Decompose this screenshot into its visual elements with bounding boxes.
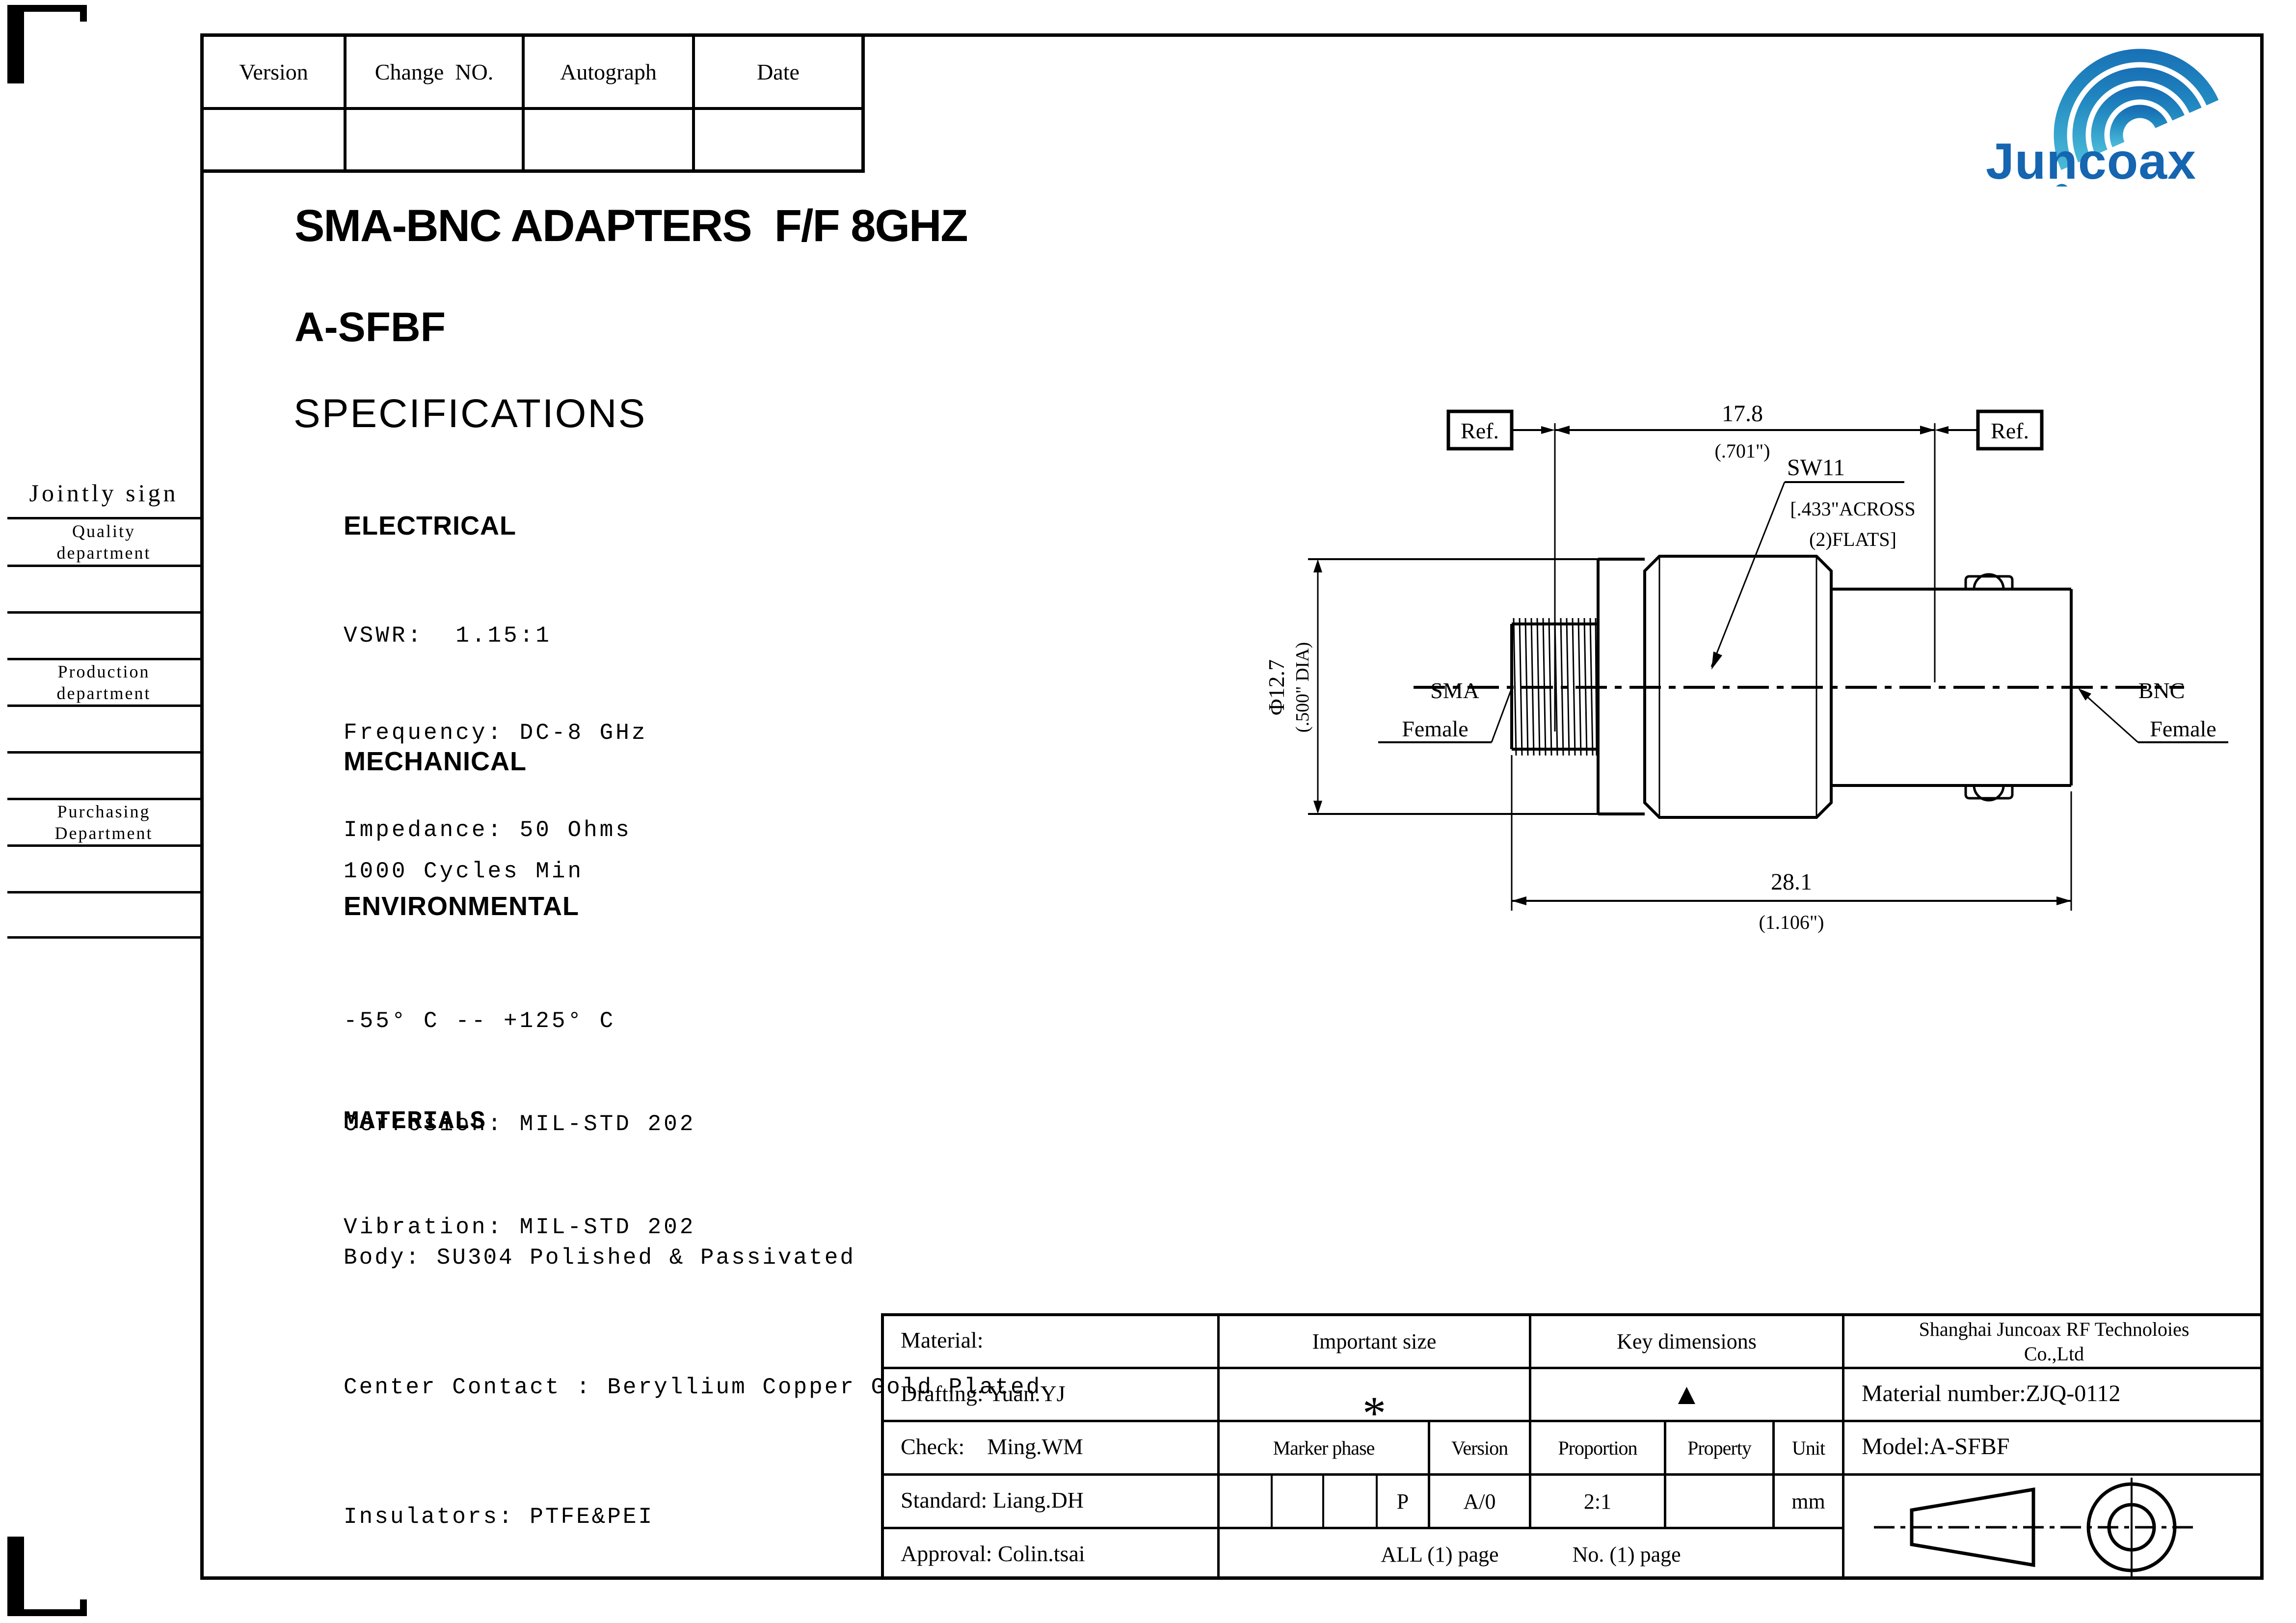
bayonet-lug-top <box>1964 575 2014 589</box>
hex-nut-section <box>1643 555 1833 819</box>
spec-environmental: ENVIRONMENTAL -55° C -- +125° C Corrosio… <box>344 891 695 1313</box>
important-size-mark: * <box>1362 1386 1386 1439</box>
pages-all: ALL (1) page <box>1381 1542 1499 1567</box>
version-value: A/0 <box>1463 1489 1496 1514</box>
jointly-sign-title: Jointly sign <box>29 479 179 507</box>
ref-left-label: Ref. <box>1461 418 1499 443</box>
revision-col-autograph: Autograph <box>560 59 657 84</box>
wrench-note2: (2)FLATS] <box>1809 528 1896 550</box>
dimension-length-top <box>1446 409 2044 731</box>
spec-mechanical: MECHANICAL 1000 Cycles Min <box>344 746 584 952</box>
model-field: Model:A-SFBF <box>1862 1433 2010 1460</box>
key-dimensions-header: Key dimensions <box>1617 1329 1757 1353</box>
body-collar <box>1597 558 1645 815</box>
dim-28-1-inch: (1.106") <box>1759 911 1824 933</box>
bnc-section <box>1831 573 2073 802</box>
juncoax-logo: Juncoax <box>1986 49 2219 187</box>
company-line2: Co.,Ltd <box>2024 1342 2084 1365</box>
spec-materials: MATERIALS Body: SU304 Polished & Passiva… <box>344 1107 1041 1623</box>
spec-electrical-heading: ELECTRICAL <box>344 511 516 541</box>
spec-line: Center Contact : Beryllium Copper Gold P… <box>344 1375 1042 1400</box>
dept-row-empty-4 <box>7 754 200 798</box>
spec-line: Vibration: MIL-STD 202 <box>344 1215 696 1240</box>
dept-row-quality: Quality department <box>56 521 151 563</box>
sma-female-callout <box>1378 688 1513 743</box>
dept-row-production: Production department <box>56 662 151 703</box>
bnc-label-line2: Female <box>2150 716 2216 741</box>
revision-col-date: Date <box>757 59 800 84</box>
revision-col-change-no: Change NO. <box>374 59 494 84</box>
important-size-header: Important size <box>1312 1329 1437 1353</box>
page-title: SMA-BNC ADAPTERS F/F 8GHZ <box>294 201 968 251</box>
ref-right-label: Ref. <box>1991 418 2029 443</box>
dept-row-purchasing: Purchasing Department <box>54 802 153 843</box>
revision-col-version: Version <box>239 59 308 84</box>
spec-line: Body: SU304 Polished & Passivated <box>344 1245 855 1271</box>
standard-field: Standard: Liang.DH <box>901 1487 1084 1513</box>
bnc-label-line1: BNC <box>2138 678 2185 703</box>
drafting-field: Drafting: Yuan.YJ <box>901 1380 1066 1406</box>
proportion-value: 2:1 <box>1583 1489 1612 1514</box>
spec-line: VSWR: 1.15:1 <box>344 623 552 649</box>
approval-field: Approval: Colin.tsai <box>901 1541 1085 1566</box>
logo-wave-icon <box>2054 49 2219 187</box>
model-title: A-SFBF <box>294 304 446 350</box>
spec-line: -55° C -- +125° C <box>344 1008 616 1034</box>
wrench-note1: [.433"ACROSS <box>1790 498 1915 520</box>
bnc-female-callout <box>2078 688 2228 743</box>
property-value <box>1666 1476 1772 1527</box>
logo-brand-text: Juncoax <box>1986 133 2196 187</box>
unit-value: mm <box>1791 1489 1825 1514</box>
spec-materials-heading: MATERIALS <box>344 1107 486 1136</box>
proportion-header: Proportion <box>1558 1436 1637 1459</box>
spec-line: Impedance: 50 Ohms <box>344 817 632 843</box>
key-dimensions-mark: ▲ <box>1672 1378 1702 1410</box>
spec-line: 1000 Cycles Min <box>344 859 584 884</box>
dept-row-empty-6 <box>7 893 200 936</box>
material-number-field: Material number:ZJQ-0112 <box>1862 1380 2121 1407</box>
spec-line: Frequency: DC-8 GHz <box>344 720 648 746</box>
dimension-overall <box>1511 755 2072 911</box>
wrench-size-label: SW11 <box>1787 455 1845 481</box>
version-header: Version <box>1451 1436 1508 1459</box>
adapter-technical-drawing: Φ12.7 (.500" DIA) <box>1264 401 2228 933</box>
specifications-heading: SPECIFICATIONS <box>294 391 647 436</box>
material-label: Material: <box>901 1327 984 1352</box>
check-field: Check: Ming.WM <box>901 1434 1083 1459</box>
dimension-diameter <box>1308 558 1598 815</box>
dept-row-empty-2 <box>7 614 200 658</box>
spec-line: Corrosion: MIL-STD 202 <box>344 1111 696 1137</box>
bayonet-lug-bottom <box>1964 785 2014 800</box>
marker-phase-header: Marker phase <box>1273 1436 1375 1459</box>
pages-no: No. (1) page <box>1572 1542 1681 1567</box>
dim-17-8-inch: (.701") <box>1715 440 1770 462</box>
dept-row-empty-1 <box>7 567 200 611</box>
spec-mechanical-heading: MECHANICAL <box>344 747 527 776</box>
dept-row-empty-5 <box>7 847 200 891</box>
unit-header: Unit <box>1791 1436 1825 1459</box>
drawing-frame <box>200 33 2264 1580</box>
wrench-callout <box>1710 481 1904 670</box>
company-line1: Shanghai Juncoax RF Technoloies <box>1919 1318 2189 1340</box>
spec-line: Insulators: PTFE&PEI <box>344 1504 654 1530</box>
spec-electrical: ELECTRICAL VSWR: 1.15:1 Frequency: DC-8 … <box>344 511 648 911</box>
dia-mm-label: Φ12.7 <box>1264 659 1289 715</box>
dim-28-1-mm: 28.1 <box>1771 869 1812 895</box>
dept-row-empty-3 <box>7 707 200 751</box>
sma-label-line1: SMA <box>1430 678 1479 703</box>
property-header: Property <box>1687 1436 1752 1459</box>
dia-inch-label: (.500" DIA) <box>1292 642 1313 732</box>
spec-environmental-heading: ENVIRONMENTAL <box>344 892 579 921</box>
sma-label-line2: Female <box>1402 716 1468 741</box>
phase-value: P <box>1396 1489 1409 1514</box>
dim-17-8-mm: 17.8 <box>1722 401 1763 427</box>
company-name: Shanghai Juncoax RF Technoloies Co.,Ltd <box>1844 1316 2264 1367</box>
projection-symbol-icon <box>1874 1478 2198 1577</box>
page-count-cell: ALL (1) page No. (1) page <box>1220 1529 1842 1580</box>
